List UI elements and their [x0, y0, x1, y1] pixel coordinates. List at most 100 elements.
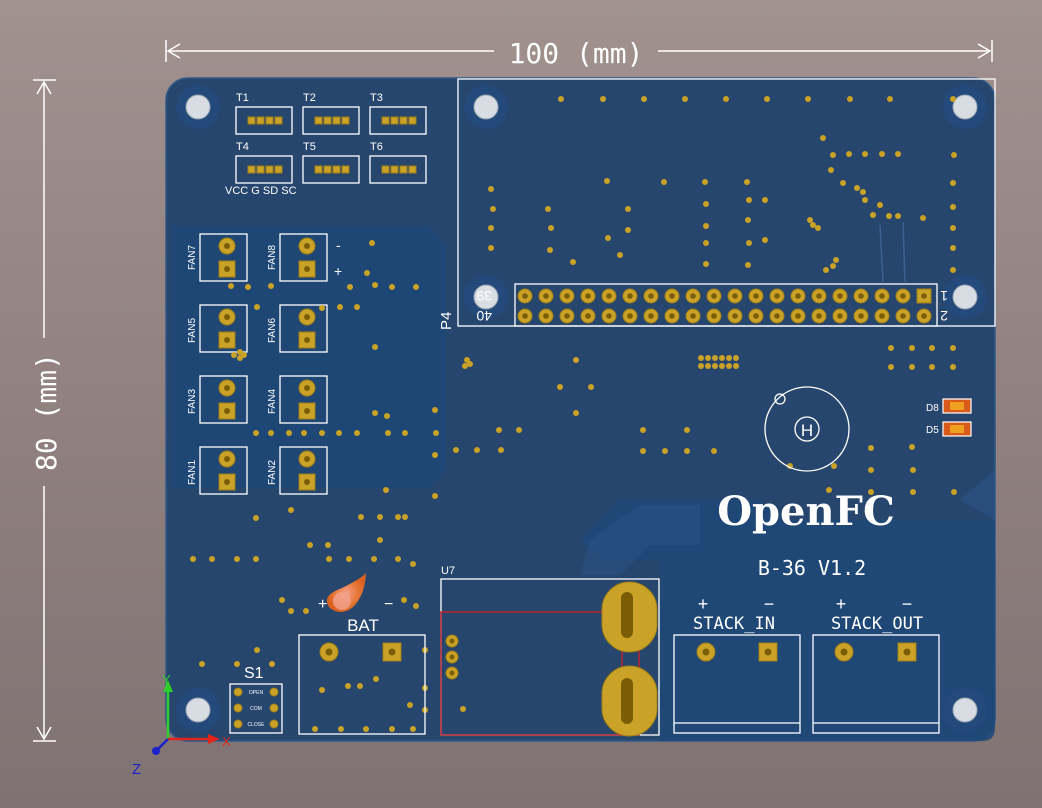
temp-connector-t2: [302, 106, 360, 135]
fan-pin-hole: [224, 314, 230, 320]
header-pin-hole: [837, 313, 843, 319]
via: [384, 413, 390, 419]
via: [301, 430, 307, 436]
via: [231, 352, 237, 358]
p4-pin40-label: 40: [476, 308, 492, 324]
via: [377, 514, 383, 520]
temp-label-t2: T2: [303, 92, 316, 104]
via: [600, 96, 606, 102]
p4-label: P4: [438, 312, 455, 330]
via: [764, 96, 770, 102]
via: [684, 427, 690, 433]
battery-outline: [298, 634, 426, 735]
via: [703, 223, 709, 229]
fan-connector-fan3: [199, 375, 248, 424]
brand-logo-text: OpenFC: [717, 488, 895, 535]
via: [951, 489, 957, 495]
via: [868, 489, 874, 495]
u7-label: U7: [441, 565, 455, 577]
via: [705, 363, 711, 369]
via: [950, 225, 956, 231]
switch-s1: S1 OPEN COM CLOSE: [229, 665, 283, 734]
via: [254, 304, 260, 310]
header-pin-hole: [732, 293, 738, 299]
via: [488, 186, 494, 192]
fan-pin-hole: [224, 385, 230, 391]
hole-reference-label: H: [801, 421, 813, 440]
via: [719, 363, 725, 369]
via: [698, 355, 704, 361]
via: [363, 726, 369, 732]
fan-minus-label: -: [336, 237, 341, 253]
via: [373, 676, 379, 682]
via: [640, 427, 646, 433]
fan-label-fan1: FAN1: [187, 460, 198, 485]
via: [241, 352, 247, 358]
via: [810, 222, 816, 228]
header-pin-hole: [627, 293, 633, 299]
via: [950, 267, 956, 273]
fan-pin-hole: [304, 314, 310, 320]
header-pin-hole: [921, 313, 927, 319]
header-pin-hole: [564, 293, 570, 299]
header-pin-hole: [669, 293, 675, 299]
via: [371, 556, 377, 562]
battery-led: [333, 592, 351, 610]
hole-reference: H: [764, 386, 850, 472]
via: [253, 430, 259, 436]
via: [234, 661, 240, 667]
via: [662, 448, 668, 454]
temp-pin-pad: [256, 165, 265, 174]
temp-pin-pad: [323, 165, 332, 174]
via: [830, 263, 836, 269]
header-pin-hole: [795, 293, 801, 299]
via: [746, 197, 752, 203]
battery-holder: + − BAT: [298, 573, 426, 735]
via: [910, 489, 916, 495]
via: [950, 245, 956, 251]
via: [345, 683, 351, 689]
via: [703, 201, 709, 207]
fan-label-fan6: FAN6: [267, 318, 278, 343]
via: [726, 363, 732, 369]
via: [516, 427, 522, 433]
temp-label-t1: T1: [236, 92, 249, 104]
via: [395, 514, 401, 520]
via: [745, 217, 751, 223]
fan-pin-hole: [304, 337, 310, 343]
via: [354, 430, 360, 436]
via: [895, 213, 901, 219]
via: [909, 444, 915, 450]
via: [488, 225, 494, 231]
gpio-header-p4: P4 39 40 1 2: [438, 283, 948, 330]
temp-pin-pad: [408, 116, 417, 125]
led-label-d8: D8: [926, 403, 939, 414]
led-label-d5: D5: [926, 425, 939, 436]
via: [372, 344, 378, 350]
fan-label-fan5: FAN5: [187, 318, 198, 343]
via: [886, 213, 892, 219]
header-pin-hole: [837, 293, 843, 299]
temp-pin-pad: [341, 165, 350, 174]
via: [401, 597, 407, 603]
battery-plus-label: +: [318, 596, 327, 613]
via: [337, 304, 343, 310]
via: [854, 185, 860, 191]
header-pin-hole: [543, 293, 549, 299]
via: [547, 247, 553, 253]
p4-pin39-label: 39: [476, 288, 492, 304]
via: [910, 467, 916, 473]
temp-pin-pad: [247, 165, 256, 174]
fan-pin-hole: [304, 243, 310, 249]
fan-connectors: FAN7 FAN8 FAN5 FAN6 FAN3 FAN4 FAN1 FAN2 …: [187, 233, 342, 495]
via: [950, 96, 956, 102]
via: [357, 683, 363, 689]
via: [862, 197, 868, 203]
via: [286, 430, 292, 436]
via: [895, 151, 901, 157]
via: [733, 363, 739, 369]
via: [432, 493, 438, 499]
temp-pin-pad: [332, 116, 341, 125]
temp-pin-pad: [314, 116, 323, 125]
battery-minus-label: −: [384, 596, 393, 613]
